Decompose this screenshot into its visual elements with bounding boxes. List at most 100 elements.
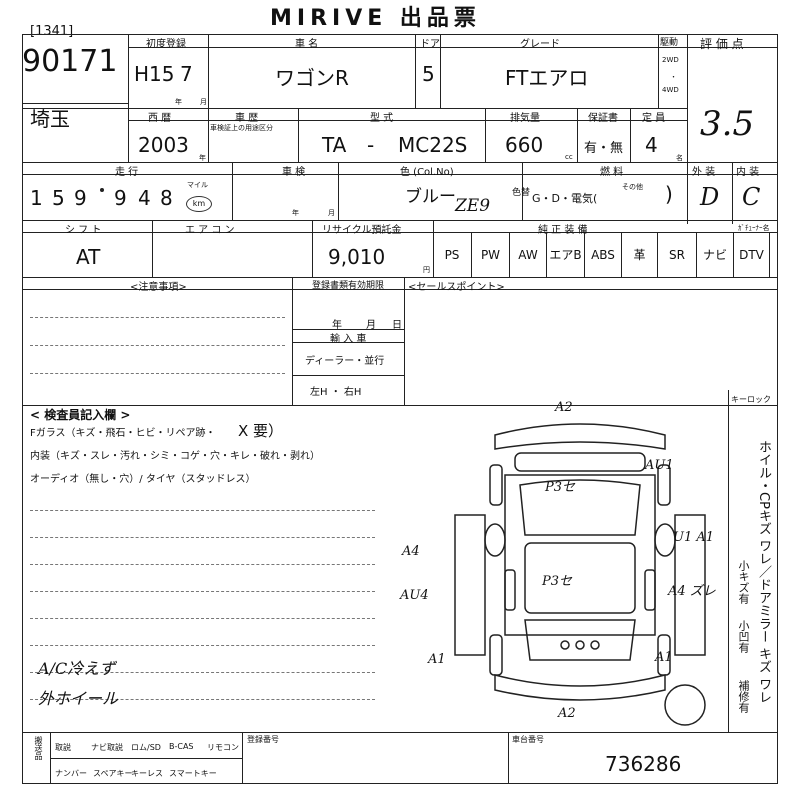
note-line xyxy=(30,537,375,538)
interior-label: 内 装 xyxy=(736,167,760,178)
equip-5: 革 xyxy=(622,233,658,277)
footer-bottom-item: ナンバー xyxy=(55,769,87,778)
note-line xyxy=(30,564,375,565)
color-label: 色 (Col.No) xyxy=(400,167,454,178)
inspect-date-label: 車 検 xyxy=(282,167,306,178)
reg-no-label: 登録番号 xyxy=(247,735,279,744)
year-mark: 年 xyxy=(175,98,182,106)
reg-deadline-month: 月 xyxy=(366,320,376,331)
recycle-fee: 9,010 xyxy=(328,245,386,269)
audio-note: オーディオ（無し・穴）/ タイヤ（スタッドレス） xyxy=(30,474,256,485)
model-label: 型 式 xyxy=(370,113,394,124)
equip-1: PW xyxy=(472,233,510,277)
first-reg-era: H15 xyxy=(134,62,175,86)
chassis-number: 736286 xyxy=(605,752,682,776)
reg-deadline-year: 年 xyxy=(332,320,342,331)
footer-top-item: 取説 xyxy=(55,743,71,752)
footer-bottom-item: スペアキー xyxy=(93,769,133,778)
mileage-digit: 9 xyxy=(114,186,127,210)
fuel-value: G・D・電気( xyxy=(532,192,598,205)
km-unit: km xyxy=(186,196,212,212)
note-line xyxy=(30,510,375,511)
wheel-mirror-legend: ホイル・CPキズ ワレ／ドアミラー キズ ワレ xyxy=(756,440,771,704)
mileage-label: 走 行 xyxy=(115,167,139,178)
import-label: 輸 入 車 xyxy=(330,334,367,345)
notes-label: <注意事項> xyxy=(130,282,187,293)
year-value: 2003 xyxy=(138,133,189,157)
doors: 5 xyxy=(422,62,435,86)
grade-label: グレード xyxy=(520,39,560,50)
handwritten-note-1: A/C冷えず xyxy=(38,659,116,678)
footer-top-item: リモコン xyxy=(207,743,239,752)
sales-points-label: <セールスポイント> xyxy=(408,282,505,293)
tuner-label: ｶﾞﾁｭｰﾅｰ名 xyxy=(738,224,770,232)
glass-note: Fガラス（キズ・飛石・ヒビ・リペア跡・ xyxy=(30,428,216,439)
first-reg-month: 7 xyxy=(180,62,193,86)
car-name: ワゴンR xyxy=(275,66,349,90)
model-sep: - xyxy=(367,133,375,157)
equip-3: エアB xyxy=(547,233,585,277)
region: 埼玉 xyxy=(30,107,70,131)
warranty-label: 保証書 xyxy=(588,113,618,124)
capacity: 4 xyxy=(645,133,658,157)
mark-door_fr: U1 A1 xyxy=(673,530,715,545)
score-label: 評 価 点 xyxy=(700,37,744,51)
mark-hood: P3セ xyxy=(545,480,576,495)
exterior-label: 外 装 xyxy=(692,167,716,178)
equip-6: SR xyxy=(658,233,697,277)
legend-item: 小キズ有 xyxy=(737,560,750,604)
mark-front: A2 xyxy=(555,400,573,415)
mileage-digit: 4 xyxy=(138,186,151,210)
footer-top-item: B-CAS xyxy=(169,742,194,751)
note-line xyxy=(30,672,375,673)
equip-4: ABS xyxy=(585,233,622,277)
glass-mark: X 要） xyxy=(238,422,284,440)
brand-title: MIRIVE 出品票 xyxy=(270,6,481,31)
displacement: 660 xyxy=(505,133,544,157)
exterior-grade: D xyxy=(700,183,720,211)
mark-quarter_r: A1 xyxy=(655,650,673,665)
note-line xyxy=(30,645,375,646)
note-line xyxy=(30,618,375,619)
mileage-dot xyxy=(100,188,104,192)
shift-value: AT xyxy=(76,245,101,269)
equip-7: ナビ xyxy=(697,233,734,277)
fuel-label: 燃 料 xyxy=(600,167,624,178)
sheet-frame xyxy=(22,34,778,784)
mark-door_rl: AU4 xyxy=(400,588,429,603)
equip-8: DTV xyxy=(734,233,770,277)
note-line xyxy=(30,591,375,592)
mileage-digit: 5 xyxy=(52,186,65,210)
mileage-digit: 1 xyxy=(30,186,43,210)
drive-2wd: 2WD xyxy=(662,56,679,64)
car-diagram xyxy=(454,423,706,726)
year-label: 西 暦 xyxy=(148,113,172,124)
reg-deadline-day: 日 xyxy=(392,320,402,331)
mile-unit: マイル xyxy=(187,181,208,189)
mark-door_fl: A4 xyxy=(402,544,420,559)
drive-label: 駆動 xyxy=(660,38,679,48)
legend-item: 小凹有 xyxy=(737,620,750,653)
grade: FTエアロ xyxy=(505,66,589,90)
chassis-label: 車台番号 xyxy=(512,735,544,744)
mark-roof: P3セ xyxy=(542,574,573,589)
sheet-number: [1341] xyxy=(30,24,74,39)
handwritten-note-2: 外ホイール xyxy=(38,689,119,708)
displacement-label: 排気量 xyxy=(510,113,540,124)
mark-fender_r: AU1 xyxy=(645,458,674,473)
month-mark: 月 xyxy=(200,98,207,106)
recycle-label: リサイクル預託金 xyxy=(322,225,402,236)
footer-bottom-item: キーレス xyxy=(131,769,163,778)
interior-note: 内装（キズ・スレ・汚れ・シミ・コゲ・穴・キレ・破れ・剥れ） xyxy=(30,451,320,462)
score-value: 3.5 xyxy=(700,104,755,144)
send-label: 搬送品 xyxy=(34,736,43,760)
color-code: ZE9 xyxy=(455,196,491,216)
cc-unit: cc xyxy=(565,153,573,161)
legend-item: 補修有 xyxy=(737,680,750,713)
mileage-digit: 8 xyxy=(160,186,173,210)
capacity-label: 定 員 xyxy=(642,113,666,124)
warranty-value: 有・無 xyxy=(584,141,624,156)
color-change-label: 色替 xyxy=(512,188,531,198)
inspection-sub: 車検証上の用途区分 xyxy=(210,124,273,132)
note-line xyxy=(30,699,375,700)
